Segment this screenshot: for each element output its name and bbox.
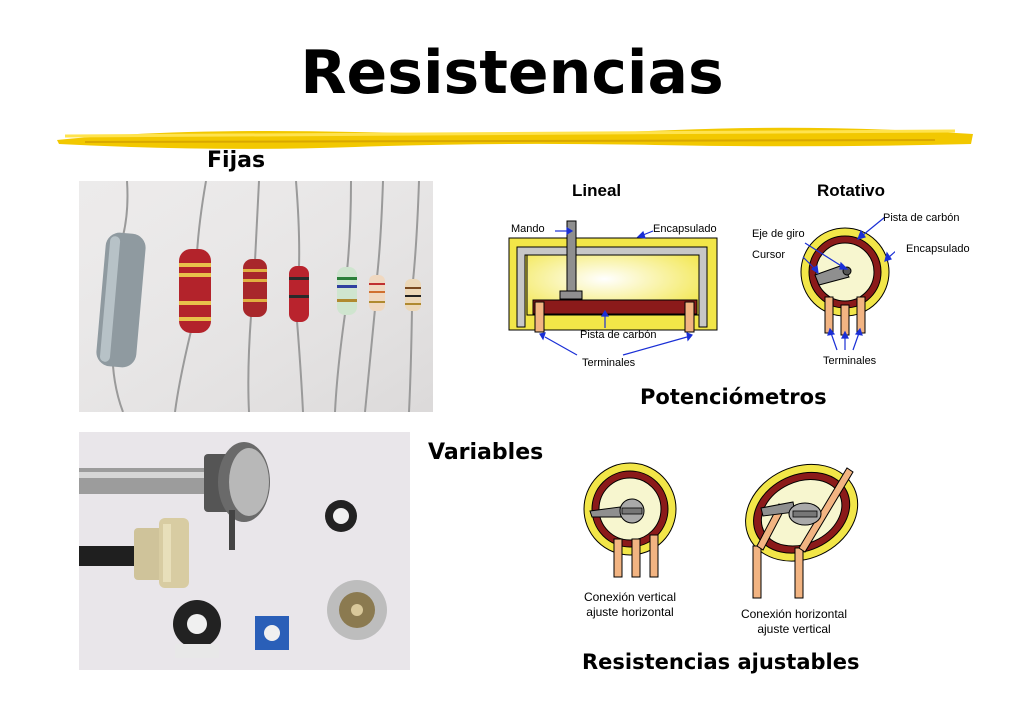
trimmer-horizontal-diagram — [745, 463, 859, 599]
rotativo-header: Rotativo — [817, 181, 885, 200]
label-terminales-lineal: Terminales — [582, 357, 636, 369]
section-fijas: Fijas — [207, 148, 266, 173]
fixed-resistors-photo — [79, 181, 433, 412]
variable-resistors-photo — [79, 432, 410, 670]
section-variables: Variables — [428, 440, 544, 465]
caption-vertical: Conexión vertical ajuste horizontal — [560, 590, 700, 620]
lineal-header: Lineal — [572, 181, 622, 200]
label-pista-lineal: Pista de carbón — [580, 329, 657, 341]
caption-horizontal: Conexión horizontal ajuste vertical — [714, 607, 874, 637]
caption-horizontal-line2: ajuste vertical — [757, 622, 831, 636]
label-pista-rotativo: Pista de carbón — [883, 212, 960, 224]
rotary-potentiometer-diagram — [800, 216, 895, 351]
caption-vertical-line2: ajuste horizontal — [586, 605, 674, 619]
label-cursor: Cursor — [752, 249, 786, 261]
yellow-brush-divider — [57, 127, 973, 149]
page-title: Resistencias — [300, 38, 724, 108]
label-eje-giro: Eje de giro — [752, 228, 805, 240]
label-terminales-rotativo: Terminales — [823, 355, 877, 367]
caption-vertical-line1: Conexión vertical — [583, 590, 677, 604]
section-potenciometros: Potenciómetros — [640, 385, 827, 409]
linear-potentiometer-diagram — [508, 220, 718, 356]
section-ajustables: Resistencias ajustables — [582, 650, 860, 674]
trimmer-vertical-diagram — [583, 462, 677, 578]
label-encapsulado-lineal: Encapsulado — [653, 223, 717, 235]
label-encapsulado-rotativo: Encapsulado — [906, 243, 970, 255]
caption-horizontal-line1: Conexión horizontal — [740, 607, 848, 621]
label-mando: Mando — [511, 223, 545, 235]
